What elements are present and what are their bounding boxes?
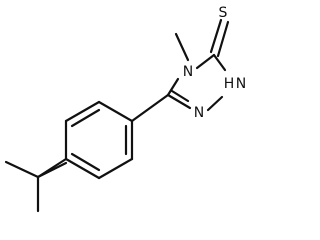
bond-c-s-2 xyxy=(216,20,230,58)
molecule-canvas: S N H N N xyxy=(4,5,246,213)
tert-butyl-group xyxy=(4,157,68,213)
bond-n1-c5 xyxy=(166,93,192,110)
atom-n2: N xyxy=(194,105,204,121)
bond-n2-n1 xyxy=(206,95,224,112)
bond-c5-n4 xyxy=(166,77,180,97)
bond-ring-inner-1 xyxy=(70,108,101,128)
atom-n4: N xyxy=(183,64,193,80)
bond-c-s-1 xyxy=(209,18,223,54)
bond-ring-inner-3 xyxy=(70,152,101,172)
bond-c3-n2 xyxy=(212,53,227,72)
bond-aryl-triazole xyxy=(130,93,170,123)
bond-n1-c5-double xyxy=(170,89,190,103)
bond-ring-3 xyxy=(97,100,134,123)
atom-n1-hydrogen: H xyxy=(224,76,235,92)
bond-ring-5 xyxy=(97,157,134,180)
bond-n4-c3 xyxy=(195,53,216,70)
molecule-structure: S N H N N xyxy=(4,5,246,213)
bond-ring-6 xyxy=(64,157,101,180)
benzene-ring xyxy=(64,100,134,180)
bond-tbu-to-ring xyxy=(36,157,68,179)
atom-sulfur: S xyxy=(219,5,228,21)
bond-n-methyl xyxy=(174,32,190,62)
atom-n1: N xyxy=(236,76,246,92)
triazole-ring xyxy=(166,53,227,112)
bond-ring-2 xyxy=(64,100,101,123)
bond-tbu-methyl-left xyxy=(4,160,40,179)
thione-group xyxy=(209,18,230,58)
